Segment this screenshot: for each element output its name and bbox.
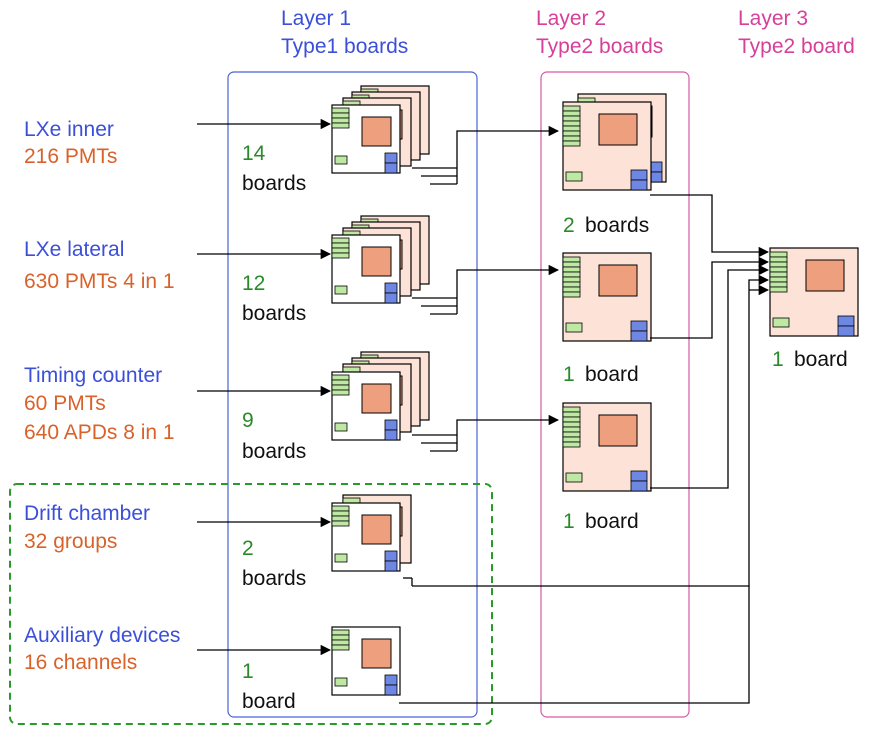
layer2-count-middle: 1 bbox=[563, 363, 575, 386]
layer1-unit-lxe-inner: boards bbox=[242, 172, 306, 195]
layer2-count-top: 2 bbox=[563, 214, 575, 237]
layer2-board-bottom bbox=[562, 402, 652, 492]
layer2-stack-top bbox=[562, 93, 667, 191]
source-drift-chamber: Drift chamber bbox=[24, 502, 150, 525]
layer2-title: Layer 2 bbox=[536, 7, 606, 30]
layer1-title: Layer 1 bbox=[281, 7, 351, 30]
source-timing-counter: Timing counter bbox=[24, 364, 162, 387]
source-timing-counter-detail-2: 640 APDs 8 in 1 bbox=[24, 421, 175, 444]
layer3-board bbox=[769, 247, 859, 337]
layer1-unit-timing-counter: boards bbox=[242, 440, 306, 463]
layer2-unit-middle: board bbox=[585, 363, 639, 386]
wires-lxe-inner-to-layer2 bbox=[412, 125, 560, 185]
layer1-column bbox=[227, 71, 478, 718]
layer2-column bbox=[540, 71, 690, 718]
layer1-unit-auxiliary-devices: board bbox=[242, 690, 296, 713]
layer2-unit-top: boards bbox=[585, 214, 649, 237]
layer2-subtitle: Type2 boards bbox=[536, 35, 663, 58]
layer2-unit-bottom: board bbox=[585, 510, 639, 533]
layer3-subtitle: Type2 board bbox=[738, 35, 855, 58]
layer1-unit-lxe-lateral: boards bbox=[242, 302, 306, 325]
wires-timing-counter-to-layer2 bbox=[412, 414, 560, 452]
layer3-title: Layer 3 bbox=[738, 7, 808, 30]
layer2-count-bottom: 1 bbox=[563, 510, 575, 533]
layer2-board-middle bbox=[562, 252, 652, 342]
layer1-stack-drift-chamber bbox=[331, 494, 412, 572]
layer1-stack-lxe-inner bbox=[331, 85, 430, 174]
wire-auxiliary-to-layer3 bbox=[399, 586, 750, 704]
source-auxiliary-devices: Auxiliary devices bbox=[24, 624, 180, 647]
layer1-unit-drift-chamber: boards bbox=[242, 567, 306, 590]
layer1-count-lxe-lateral: 12 bbox=[242, 272, 265, 295]
dc-aux-group bbox=[9, 483, 493, 725]
wire-layer2-bottom-to-layer3 bbox=[650, 264, 770, 489]
layer1-count-drift-chamber: 2 bbox=[242, 537, 254, 560]
layer1-stack-auxiliary-devices bbox=[331, 626, 401, 696]
source-drift-chamber-detail: 32 groups bbox=[24, 530, 117, 553]
layer3-unit: board bbox=[794, 348, 848, 371]
layer1-count-timing-counter: 9 bbox=[242, 409, 254, 432]
layer1-subtitle: Type1 boards bbox=[281, 35, 408, 58]
layer1-stack-timing-counter bbox=[331, 351, 430, 441]
layer1-stack-lxe-lateral bbox=[331, 215, 430, 304]
source-lxe-inner: LXe inner bbox=[24, 118, 114, 141]
source-lxe-lateral-detail: 630 PMTs 4 in 1 bbox=[24, 270, 175, 293]
wire-layer2-top-to-layer3 bbox=[650, 194, 770, 258]
wires-lxe-lateral-to-layer2 bbox=[412, 264, 560, 315]
source-lxe-inner-detail: 216 PMTs bbox=[24, 145, 117, 168]
wire-drift-chamber-to-layer3 bbox=[412, 274, 770, 587]
source-lxe-lateral: LXe lateral bbox=[24, 238, 124, 261]
source-timing-counter-detail-1: 60 PMTs bbox=[24, 392, 106, 415]
layer1-count-lxe-inner: 14 bbox=[242, 142, 266, 165]
layer1-count-auxiliary-devices: 1 bbox=[242, 660, 254, 683]
layer3-count: 1 bbox=[772, 348, 784, 371]
source-auxiliary-devices-detail: 16 channels bbox=[24, 651, 137, 674]
wire-layer2-middle-to-layer3 bbox=[650, 256, 770, 339]
